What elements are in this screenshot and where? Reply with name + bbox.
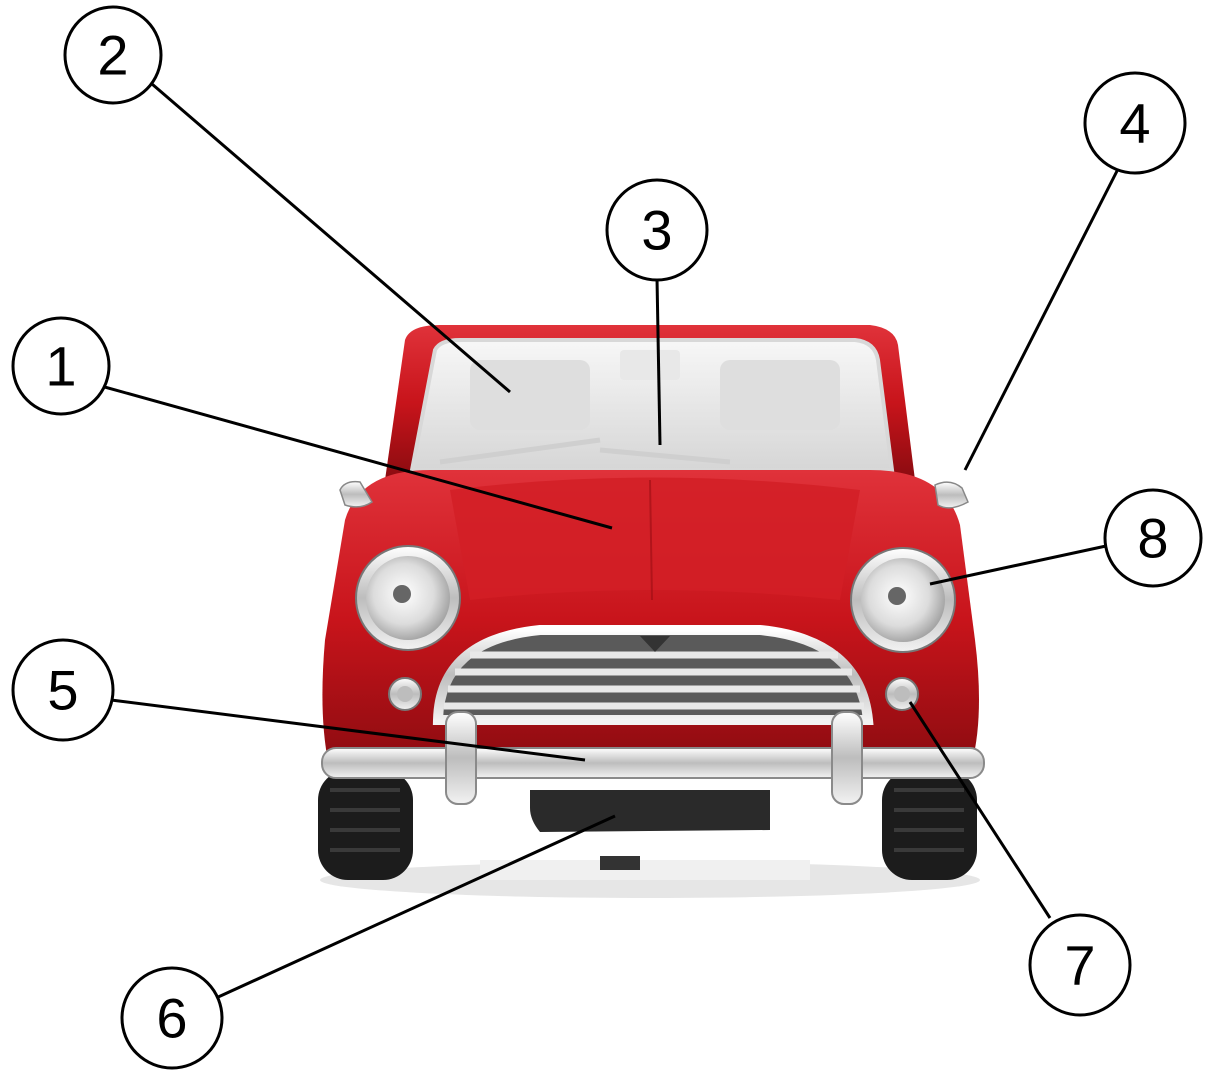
headlight-right bbox=[851, 548, 955, 652]
bonnet bbox=[450, 478, 860, 601]
callout-1-label: 1 bbox=[45, 335, 76, 398]
mirror-right bbox=[935, 482, 968, 508]
indicator-left bbox=[389, 678, 421, 710]
leader-4 bbox=[965, 171, 1117, 470]
callout-3: 3 bbox=[607, 180, 707, 280]
car-illustration bbox=[318, 325, 984, 898]
headlight-left bbox=[356, 546, 460, 650]
callout-8-label: 8 bbox=[1137, 507, 1168, 570]
callout-6-label: 6 bbox=[156, 987, 187, 1050]
callout-2: 2 bbox=[65, 7, 161, 103]
mirror-left bbox=[340, 482, 372, 507]
leader-6 bbox=[216, 816, 615, 998]
callout-4: 4 bbox=[1085, 73, 1185, 173]
callout-5-label: 5 bbox=[47, 659, 78, 722]
callout-6: 6 bbox=[122, 968, 222, 1068]
callout-2-label: 2 bbox=[97, 24, 128, 87]
callout-5: 5 bbox=[13, 640, 113, 740]
callout-4-label: 4 bbox=[1119, 92, 1150, 155]
tire-left bbox=[318, 770, 413, 880]
callout-7: 7 bbox=[1030, 915, 1130, 1015]
callout-7-label: 7 bbox=[1064, 934, 1095, 997]
callout-8: 8 bbox=[1105, 490, 1201, 586]
number-plate bbox=[530, 790, 770, 832]
tire-right bbox=[882, 770, 977, 880]
callout-3-label: 3 bbox=[641, 199, 672, 262]
leader-2 bbox=[152, 84, 510, 392]
grille bbox=[438, 630, 868, 720]
callout-1: 1 bbox=[13, 318, 109, 414]
